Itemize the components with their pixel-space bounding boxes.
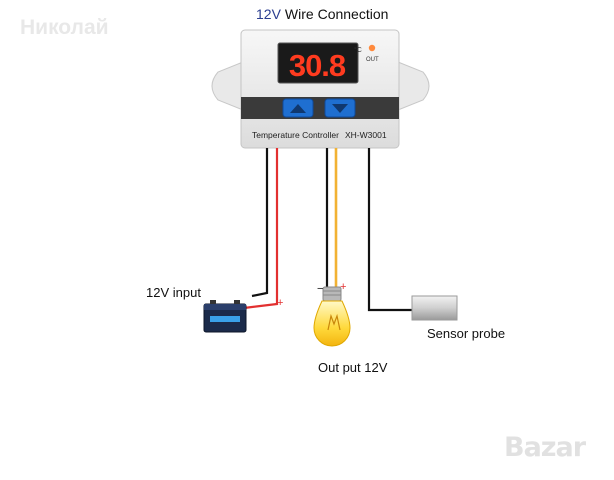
mounting-ear-left [211,61,244,111]
sensor-probe-icon [411,295,458,321]
case-label-right: XH-W3001 [345,130,387,140]
bulb-plus-label: + [340,281,346,293]
battery-plus-label: + [277,297,283,309]
power-wire-positive [243,148,279,310]
title-voltage: 12V [256,6,281,22]
sensor-wire [367,148,412,312]
bazar-logo: Bazar [504,432,586,463]
output-led [368,44,376,52]
display-panel [277,42,359,84]
down-arrow-icon [332,104,348,113]
bulb-minus-label: − [317,283,323,295]
button-strip [241,97,399,119]
light-bulb-icon [313,286,351,347]
power-wire-negative [251,148,269,298]
battery-icon [203,300,247,333]
input-label: 12V input [146,285,201,300]
mounting-ear-right [397,61,430,111]
battery-minus-label: − [253,288,260,302]
sensor-label: Sensor probe [427,326,506,341]
down-button[interactable] [324,98,356,118]
watermark-text: Николай [20,16,109,39]
out-label: OUT [366,57,379,63]
up-arrow-icon [290,104,306,113]
up-button[interactable] [282,98,314,118]
output-label: Out put 12V [318,360,388,375]
title-text: Wire Connection [284,6,389,22]
unit-label: °C [354,46,362,54]
case-label-left: Temperature Controller [252,130,339,140]
display-value: 30.8 [289,48,346,83]
